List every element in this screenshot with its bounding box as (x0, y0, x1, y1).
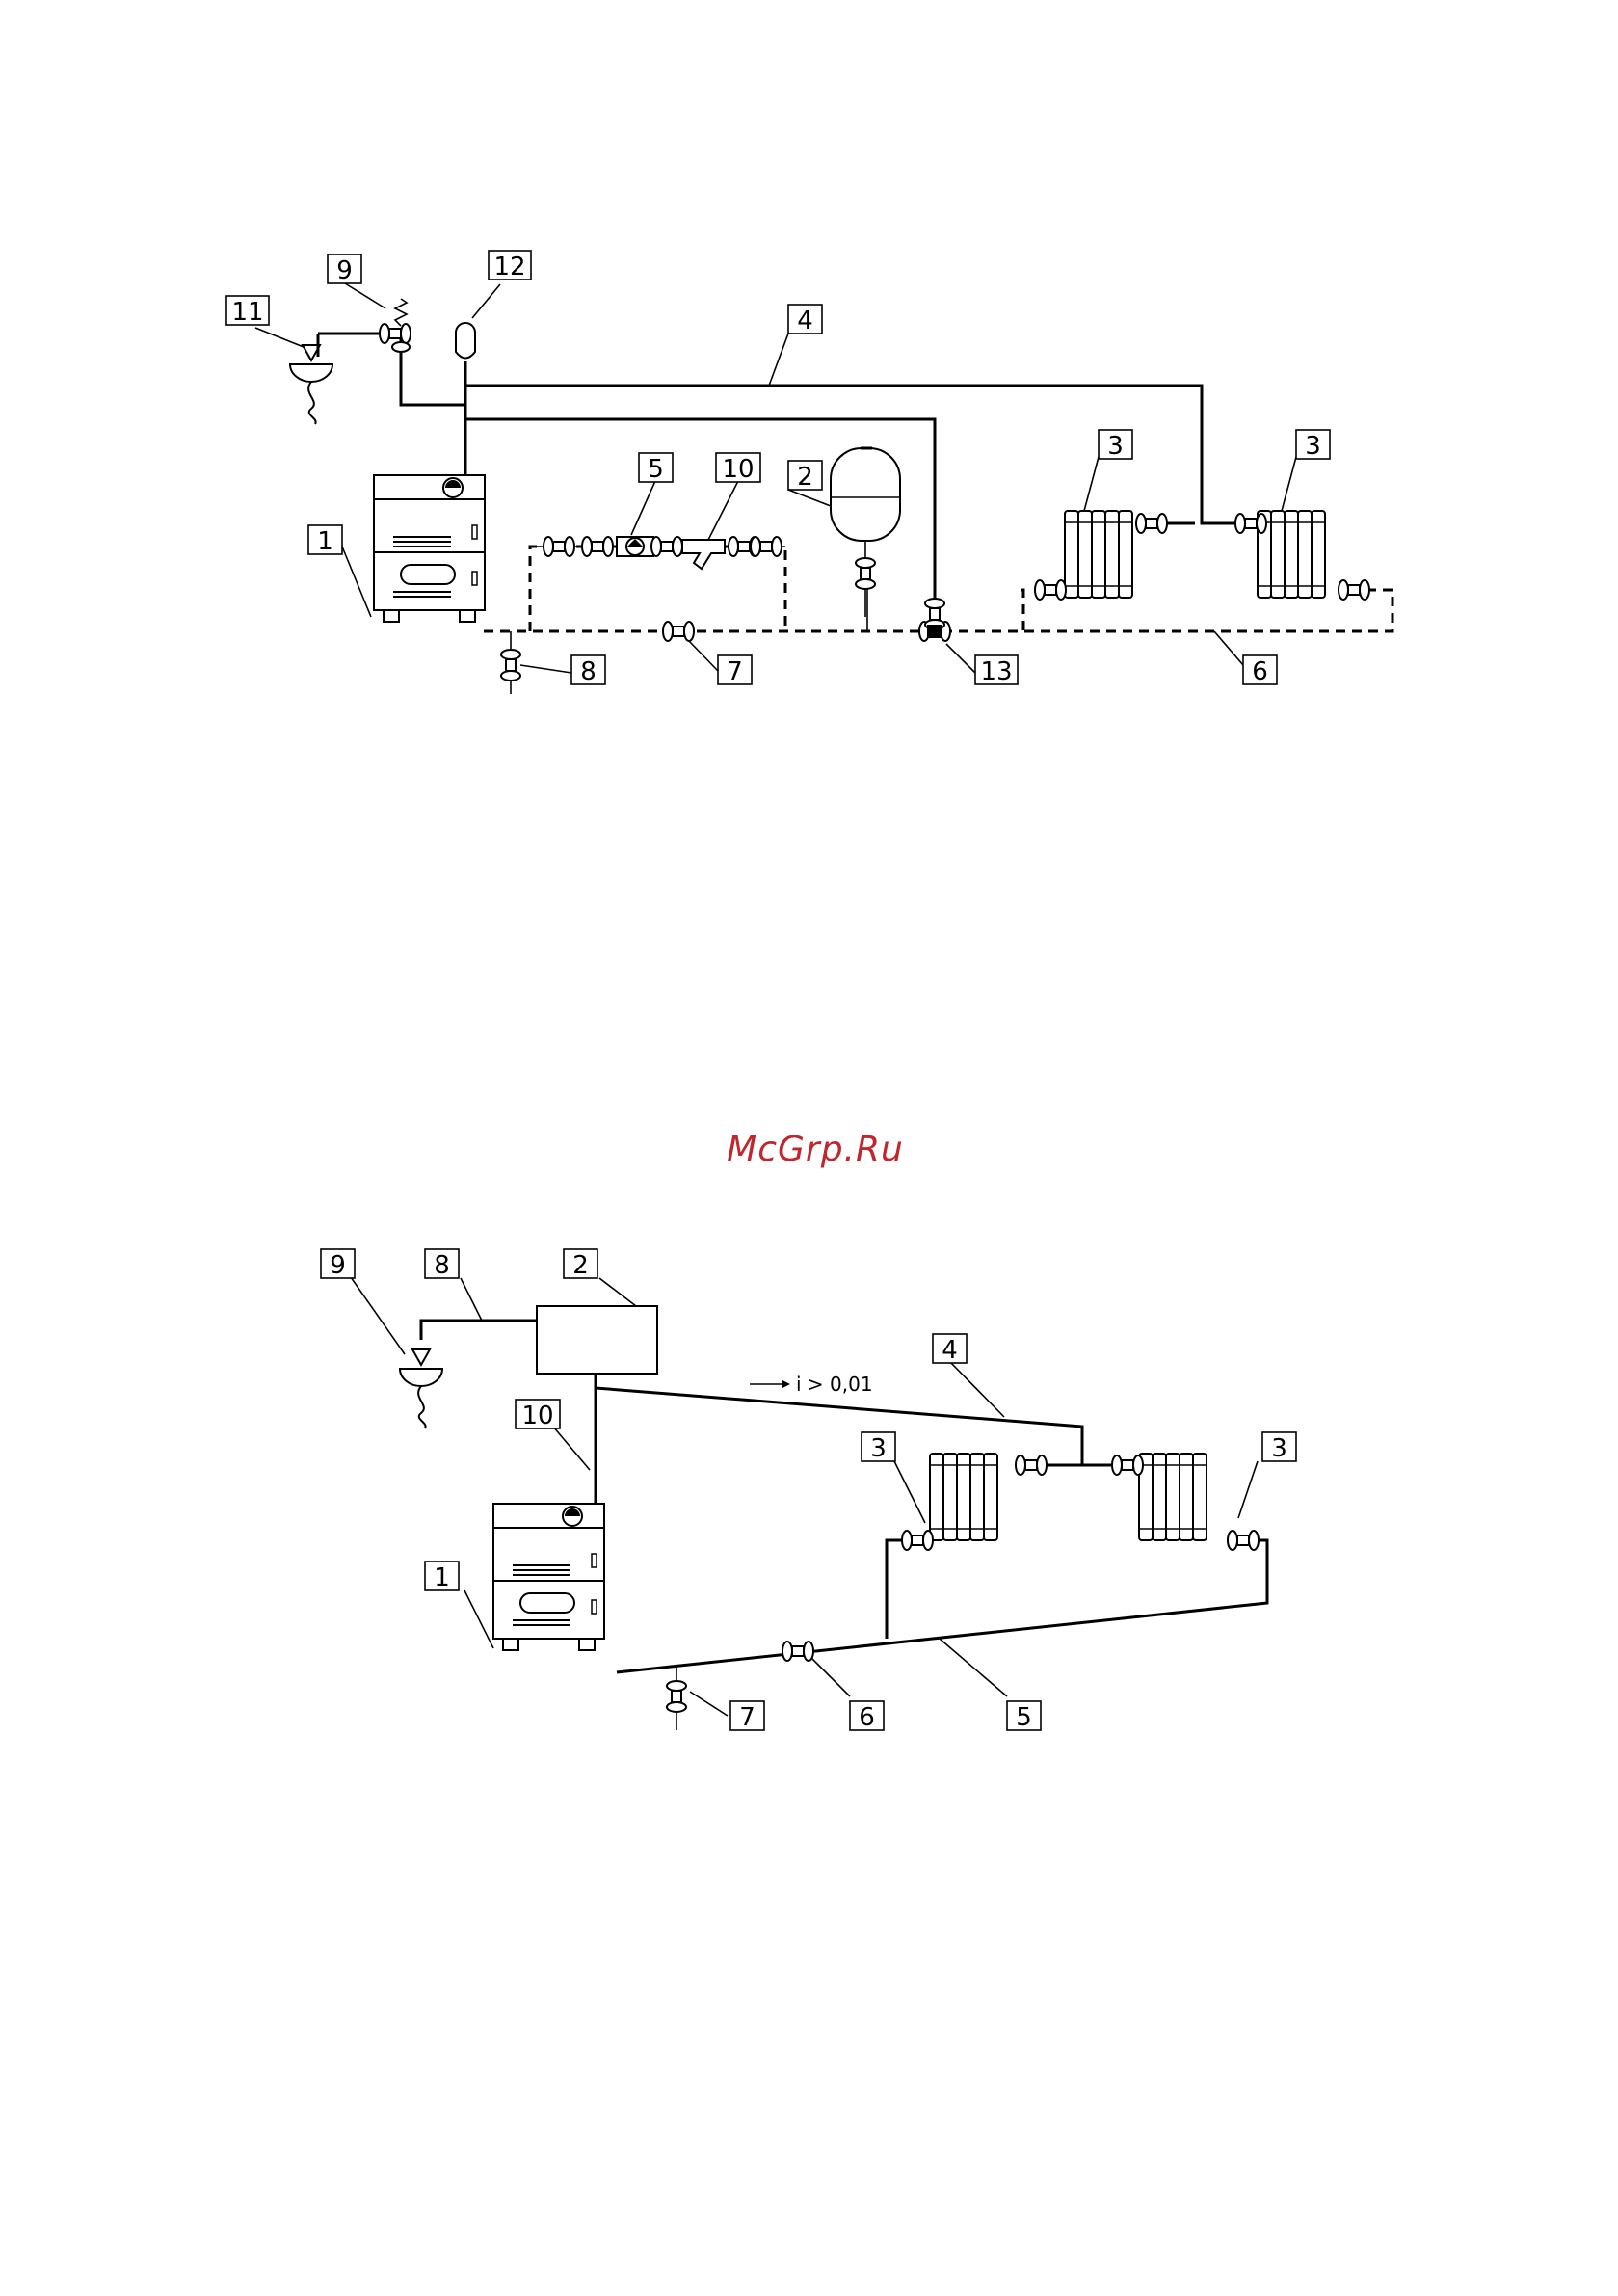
label-3: 3 (870, 1434, 887, 1463)
label-10: 10 (722, 455, 754, 484)
label-2: 2 (797, 463, 813, 492)
label-13: 13 (980, 657, 1012, 686)
label-5: 5 (1016, 1703, 1032, 1732)
drain-valve (667, 1681, 686, 1712)
label-7: 7 (727, 657, 743, 686)
boiler (374, 475, 485, 622)
drain-funnel-icon (400, 1349, 442, 1428)
watermark: McGrp.Ru (727, 1130, 904, 1169)
label-11: 11 (231, 298, 263, 327)
three-way-valve (919, 599, 950, 641)
label-7: 7 (739, 1703, 756, 1732)
expansion-tank (831, 448, 900, 617)
scheme-2 (337, 1258, 1267, 1730)
air-vent (456, 323, 475, 359)
label-1: 1 (434, 1563, 450, 1592)
label-4: 4 (797, 307, 813, 335)
radiator (1065, 511, 1132, 598)
label-8: 8 (580, 657, 597, 686)
label-1: 1 (317, 527, 333, 556)
label-3b: 3 (1271, 1434, 1287, 1463)
label-8: 8 (434, 1251, 450, 1280)
safety-valve (380, 299, 411, 352)
radiator (1139, 1454, 1207, 1540)
open-expansion-tank (537, 1306, 657, 1374)
strainer-icon (682, 540, 725, 569)
label-3b: 3 (1305, 432, 1321, 461)
label-6: 6 (1252, 657, 1268, 686)
radiator (1258, 511, 1325, 598)
label-4: 4 (942, 1336, 958, 1365)
scheme-1 (255, 283, 1393, 694)
drain-funnel-icon (290, 345, 332, 424)
radiator (930, 1454, 997, 1540)
label-6: 6 (859, 1703, 875, 1732)
return-valve (782, 1642, 813, 1661)
label-9: 9 (336, 256, 353, 285)
slope-note: i > 0,01 (796, 1373, 873, 1396)
label-2: 2 (572, 1251, 589, 1280)
circulation-pump-icon (617, 537, 653, 556)
drain-valve (501, 650, 520, 681)
return-valve (663, 622, 694, 641)
slope-arrow-icon (750, 1380, 790, 1388)
pump-bypass (535, 537, 785, 569)
label-3: 3 (1107, 432, 1124, 461)
label-10: 10 (521, 1402, 553, 1430)
boiler (493, 1504, 604, 1650)
label-5: 5 (648, 455, 664, 484)
label-9: 9 (330, 1251, 346, 1280)
label-12: 12 (493, 253, 525, 281)
